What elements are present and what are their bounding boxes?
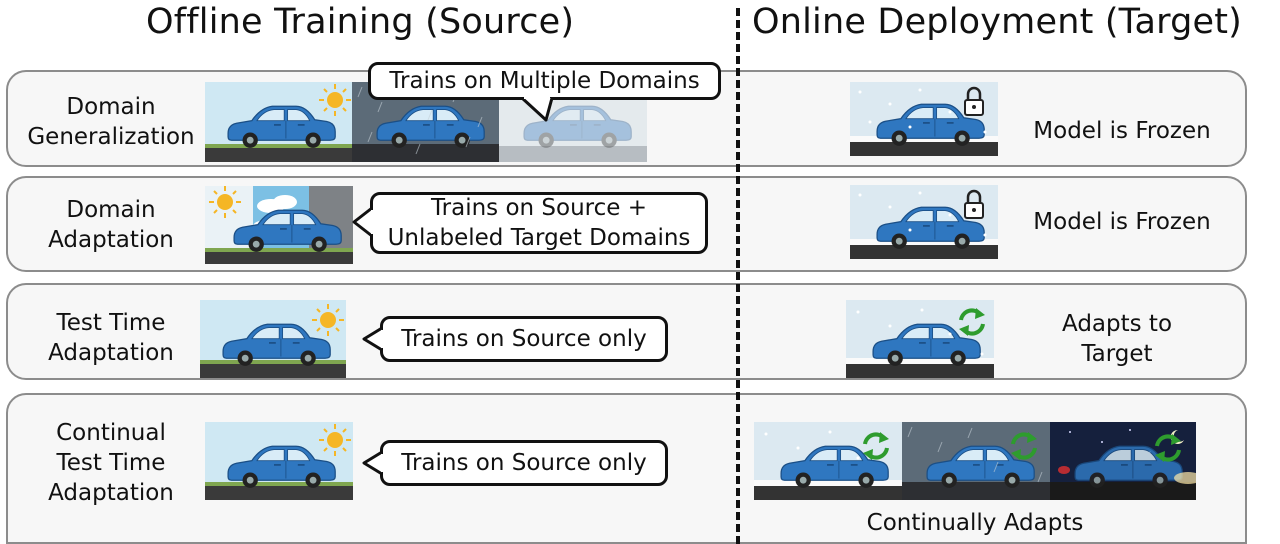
- method-label-line: Adaptation: [48, 227, 174, 253]
- snow-scene: [754, 422, 902, 500]
- online-deployment-header: Online Deployment (Target): [752, 2, 1243, 42]
- refresh-icon: [876, 446, 877, 447]
- bubble-text: Trains on Source only: [401, 450, 647, 476]
- deploy-text-line: Target: [1081, 341, 1153, 367]
- method-label-line: Adaptation: [48, 480, 174, 506]
- snow-scene: [850, 185, 998, 259]
- method-label-test-time-adaptation: Test Time Adaptation: [20, 308, 202, 368]
- speech-bubble-multiple-domains: Trains on Multiple Domains: [368, 62, 721, 100]
- sunny-scene: [205, 82, 353, 162]
- method-label-domain-generalization: Domain Generalization: [20, 92, 202, 152]
- deploy-text-frozen: Model is Frozen: [1010, 116, 1234, 146]
- cloudy-scene: [205, 186, 353, 264]
- method-label-line: Continual: [56, 420, 166, 446]
- offline-training-header: Offline Training (Source): [146, 2, 575, 42]
- deploy-text-continually-adapts: Continually Adapts: [754, 508, 1196, 538]
- deploy-text-line: Continually Adapts: [866, 510, 1084, 536]
- speech-bubble-tail: [362, 326, 384, 352]
- bubble-text: Trains on Source only: [401, 326, 647, 352]
- deploy-text-line: Model is Frozen: [1033, 209, 1211, 235]
- method-label-line: Domain: [66, 94, 156, 120]
- sunny-scene: [205, 422, 353, 500]
- lock-icon: [960, 185, 961, 186]
- bubble-text: Unlabeled Target Domains: [387, 225, 691, 251]
- speech-bubble-tail: [352, 206, 374, 238]
- snow-scene: [846, 300, 994, 378]
- method-label-continual-tta: Continual Test Time Adaptation: [20, 418, 202, 508]
- method-label-domain-adaptation: Domain Adaptation: [20, 195, 202, 255]
- bubble-text: Trains on Multiple Domains: [389, 68, 700, 94]
- snow-scene: [850, 82, 998, 156]
- method-label-line: Test Time: [56, 310, 166, 336]
- deploy-text-line: Adapts to: [1061, 311, 1173, 337]
- lock-icon: [960, 82, 961, 83]
- offline-online-divider: [736, 8, 740, 544]
- method-label-line: Adaptation: [48, 340, 174, 366]
- deploy-text-adapts: Adapts to Target: [1010, 309, 1224, 369]
- sunny-scene: [200, 300, 346, 378]
- speech-bubble-tail: [362, 450, 384, 476]
- bubble-text: Trains on Source +: [430, 195, 648, 221]
- method-label-line: Test Time: [56, 450, 166, 476]
- speech-bubble-source-only: Trains on Source only: [380, 316, 668, 362]
- deploy-text-frozen: Model is Frozen: [1010, 207, 1234, 237]
- speech-bubble-tail: [520, 96, 554, 122]
- refresh-icon: [960, 300, 961, 301]
- rain-scene: [902, 422, 1050, 500]
- speech-bubble-source-unlabeled: Trains on Source + Unlabeled Target Doma…: [370, 192, 708, 254]
- method-label-line: Generalization: [27, 124, 195, 150]
- deploy-text-line: Model is Frozen: [1033, 118, 1211, 144]
- speech-bubble-source-only: Trains on Source only: [380, 440, 668, 486]
- night-scene: [1050, 422, 1196, 500]
- method-label-line: Domain: [66, 197, 156, 223]
